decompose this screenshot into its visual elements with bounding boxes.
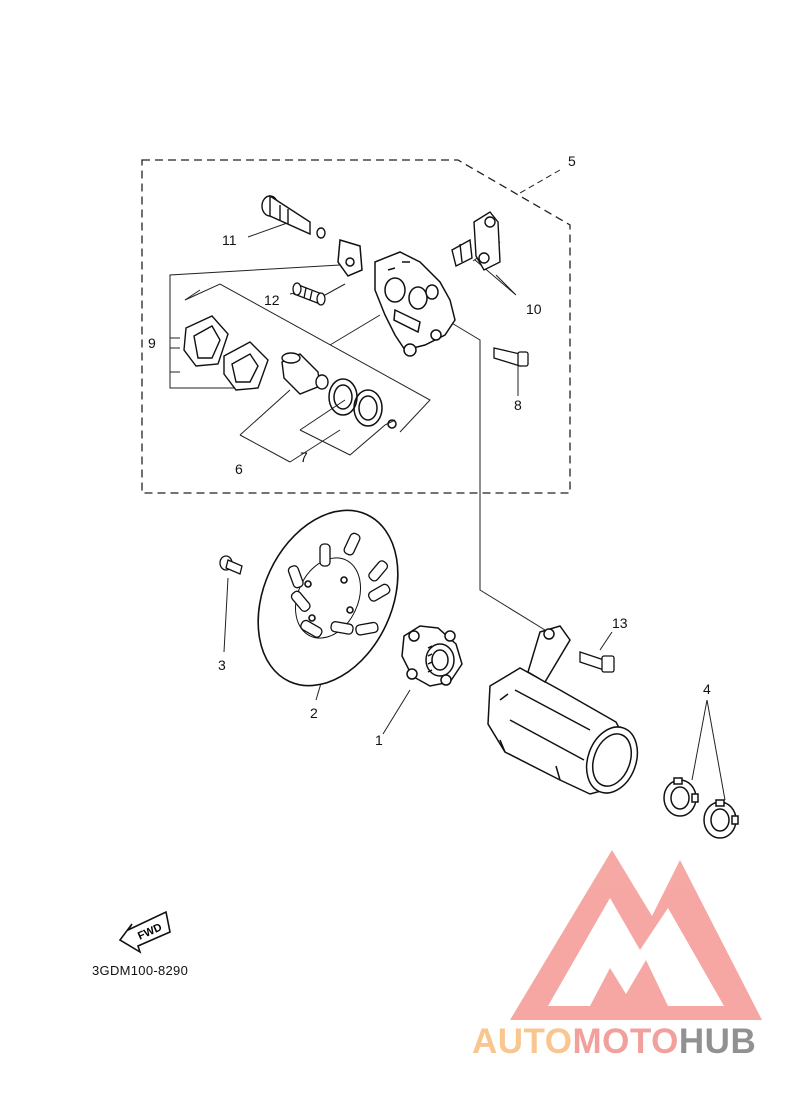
caliper-bolt-8	[493, 347, 529, 367]
pad-support-10	[451, 211, 501, 271]
bleed-screw-12	[292, 282, 326, 306]
assembly-boundary	[141, 159, 571, 494]
part-label-12: 12	[264, 292, 280, 308]
logo-text-moto: MOTO	[573, 1022, 679, 1061]
disc-screw-3	[219, 555, 243, 575]
piston-seals-7	[328, 378, 397, 429]
part-label-1: 1	[375, 732, 383, 748]
brake-pads-9	[183, 315, 269, 391]
part-label-7: 7	[300, 449, 308, 465]
caliper-body	[337, 239, 456, 357]
automotohub-logo: AUTOMOTOHUB	[472, 850, 762, 1061]
axle-housing	[487, 625, 639, 795]
disc-hub-1	[401, 625, 463, 687]
part-label-2: 2	[310, 705, 318, 721]
part-label-8: 8	[514, 397, 522, 413]
piston-6	[281, 352, 329, 395]
part-label-11: 11	[222, 232, 237, 248]
part-label-9: 9	[148, 335, 156, 351]
part-label-5: 5	[568, 153, 576, 169]
part-label-10: 10	[526, 301, 542, 317]
logo-text-hub: HUB	[679, 1022, 756, 1061]
part-label-4: 4	[703, 681, 711, 697]
part-label-3: 3	[218, 657, 226, 673]
caliper-bolt-11	[261, 194, 326, 239]
logo-text-automoto: AUTOMOTO	[472, 1022, 679, 1061]
part-label-6: 6	[235, 461, 243, 477]
lock-nuts-4	[663, 777, 739, 839]
logo-inner-m	[590, 960, 668, 1006]
bracket-bolt-13	[579, 651, 615, 673]
part-label-13: 13	[612, 615, 628, 631]
fwd-arrow-icon: FWD	[118, 910, 171, 954]
drawing-code: 3GDM100-8290	[92, 963, 188, 978]
logo-text-auto: AUTO	[472, 1022, 573, 1061]
logo-triangle-mark	[510, 850, 762, 1020]
brake-disc-2	[257, 509, 399, 687]
logo-text: AUTOMOTOHUB	[472, 1022, 756, 1061]
part-number-labels: 1 2 3 4 5 6 7 8 9 10 11 12 13	[148, 153, 711, 748]
leader-lines	[169, 169, 726, 801]
